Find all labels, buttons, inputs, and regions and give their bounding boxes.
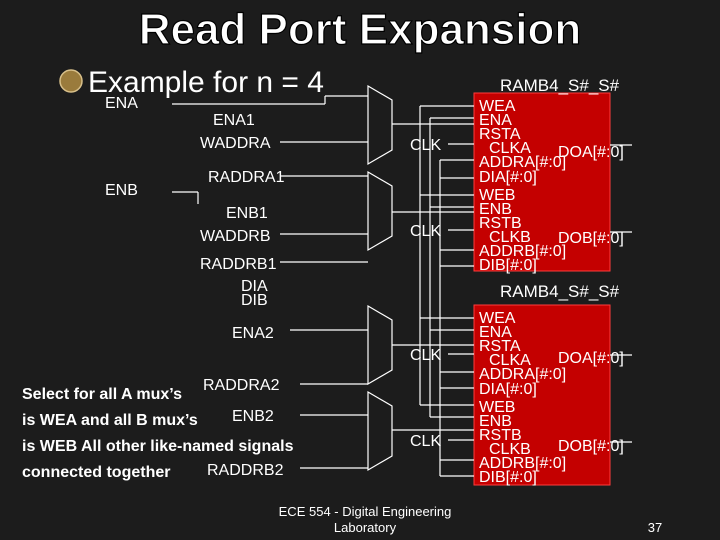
port-wea: WEA — [479, 310, 516, 327]
signal-waddrb: WADDRB — [200, 228, 271, 245]
signal-raddrb2: RADDRB2 — [207, 462, 284, 479]
port-dob: DOB[#:0] — [558, 230, 624, 247]
signal-raddra1: RADDRA1 — [208, 169, 285, 186]
ram-block-2-name: RAMB4_S#_S# — [500, 282, 620, 301]
signal-dia: DIA — [241, 278, 268, 295]
note-line-4: connected together — [22, 464, 170, 481]
port-rsta: RSTA — [479, 338, 521, 355]
signal-ena1: ENA1 — [213, 112, 255, 129]
port-dib: DIB[#:0] — [479, 469, 537, 486]
signal-raddrb1: RADDRB1 — [200, 256, 277, 273]
port-clka: CLKA — [489, 140, 531, 157]
bullet-icon — [59, 69, 83, 93]
port-addrb: ADDRB[#:0] — [479, 243, 566, 260]
port-web: WEB — [479, 399, 515, 416]
port-ena: ENA — [479, 112, 512, 129]
mux-b2 — [367, 390, 393, 472]
port-clka: CLKA — [489, 352, 531, 369]
port-addra: ADDRA[#:0] — [479, 154, 566, 171]
signal-enb2: ENB2 — [232, 408, 274, 425]
port-dob: DOB[#:0] — [558, 438, 624, 455]
footer-line-1: ECE 554 - Digital Engineering — [279, 504, 452, 519]
port-clkb: CLKB — [489, 229, 531, 246]
ram-block-2 — [473, 304, 611, 486]
port-doa: DOA[#:0] — [558, 350, 624, 367]
port-clkb: CLKB — [489, 441, 531, 458]
clk-label-1: CLK — [410, 137, 441, 154]
port-rstb: RSTB — [479, 427, 522, 444]
port-dia: DIA[#:0] — [479, 169, 537, 186]
signal-dib: DIB — [241, 292, 268, 309]
port-rsta: RSTA — [479, 126, 521, 143]
mux-b1 — [367, 170, 393, 252]
signal-ena: ENA — [105, 95, 138, 112]
mux-a2 — [367, 304, 393, 386]
bullet-text: Example for n = 4 — [88, 66, 324, 99]
footer-line-2: Laboratory — [334, 520, 397, 535]
port-rstb: RSTB — [479, 215, 522, 232]
ram-block-1-name: RAMB4_S#_S# — [500, 76, 620, 95]
port-dib: DIB[#:0] — [479, 257, 537, 274]
signal-waddra: WADDRA — [200, 135, 271, 152]
wires — [172, 95, 632, 477]
port-enb: ENB — [479, 413, 512, 430]
signal-raddra2: RADDRA2 — [203, 377, 280, 394]
ram-block-1-ports: WEA ENA RSTA CLKA DOA[#:0] ADDRA[#:0] DI… — [479, 98, 624, 274]
port-ena: ENA — [479, 324, 512, 341]
port-enb: ENB — [479, 201, 512, 218]
page-number: 37 — [648, 520, 662, 535]
note-line-3: is WEB All other like-named signals — [22, 438, 294, 455]
port-wea: WEA — [479, 98, 516, 115]
signal-enb1: ENB1 — [226, 205, 268, 222]
ram-block-1 — [473, 92, 611, 272]
slide-title: Read Port Expansion — [139, 5, 582, 54]
port-doa: DOA[#:0] — [558, 144, 624, 161]
signal-enb: ENB — [105, 182, 138, 199]
port-addra: ADDRA[#:0] — [479, 366, 566, 383]
muxes — [367, 84, 393, 472]
clk-label-3: CLK — [410, 347, 441, 364]
clk-label-2: CLK — [410, 223, 441, 240]
clk-label-4: CLK — [410, 433, 441, 450]
mux-a1 — [367, 84, 393, 166]
port-addrb: ADDRB[#:0] — [479, 455, 566, 472]
signal-ena2: ENA2 — [232, 325, 274, 342]
ram-block-2-ports: WEA ENA RSTA CLKA DOA[#:0] ADDRA[#:0] DI… — [479, 310, 624, 486]
port-dia: DIA[#:0] — [479, 381, 537, 398]
note-line-2: is WEA and all B mux’s — [22, 412, 198, 429]
port-web: WEB — [479, 187, 515, 204]
note-line-1: Select for all A mux’s — [22, 386, 182, 403]
